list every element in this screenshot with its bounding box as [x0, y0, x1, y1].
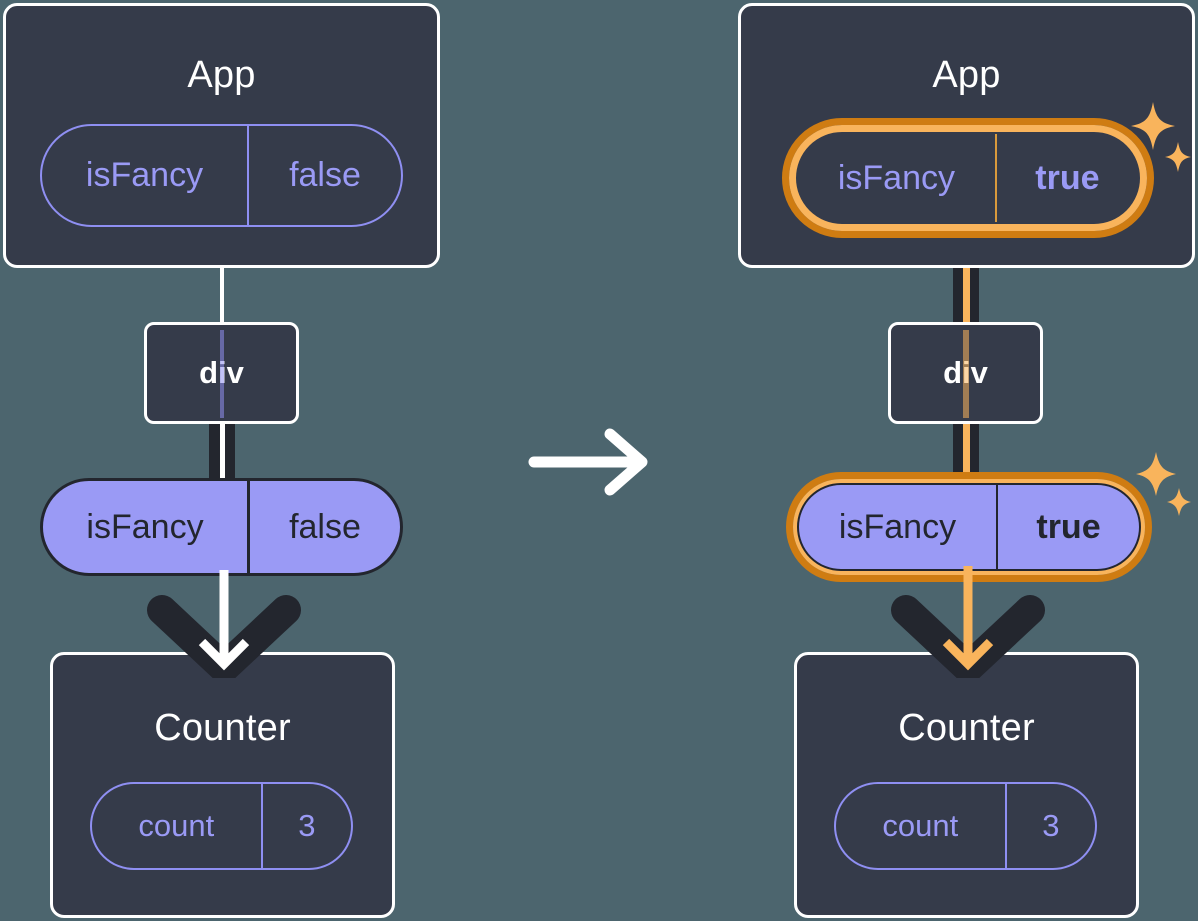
prop-pill-after: isFancy true	[797, 483, 1141, 571]
flow-arrow-before	[140, 570, 305, 678]
state-pill-key: isFancy	[42, 126, 249, 225]
state-pill-key: isFancy	[798, 134, 997, 222]
connector-div-to-prop-before	[209, 420, 235, 486]
connector-stripe	[220, 420, 225, 486]
connector-ghost-stripe-after	[963, 330, 969, 418]
state-pill-key: count	[836, 784, 1007, 868]
highlight-ring-outer-app-after	[782, 118, 1154, 238]
sparkles-icon-app-after	[1126, 98, 1198, 178]
state-pill-value: 3	[298, 808, 316, 843]
flow-arrow-after	[884, 566, 1049, 678]
component-title-app-after: App	[932, 54, 1001, 96]
connector-app-to-div-before	[215, 262, 229, 324]
connector-ghost-stripe-before	[220, 330, 224, 418]
sparkles-icon-prop-after	[1134, 448, 1198, 520]
state-pill-key: count	[92, 784, 263, 868]
transition-arrow	[528, 428, 654, 496]
state-pill-value: 3	[1042, 808, 1060, 843]
highlight-ring-inner-app-after	[789, 125, 1147, 231]
prop-pill-before: isFancy false	[40, 478, 403, 576]
component-title-counter-after: Counter	[898, 707, 1035, 749]
connector-stripe	[963, 420, 970, 486]
state-pill-value: false	[289, 156, 361, 194]
state-pill-counter-before: count 3	[90, 782, 353, 870]
prop-pill-value: true	[1036, 507, 1101, 546]
state-pill-app-before: isFancy false	[40, 124, 403, 227]
component-title-counter-before: Counter	[154, 707, 291, 749]
state-pill-value: true	[1035, 158, 1100, 197]
state-pill-app-after: isFancy true	[796, 132, 1140, 224]
connector-stripe	[220, 262, 224, 324]
prop-pill-value: false	[289, 507, 361, 546]
connector-stripe	[963, 228, 970, 324]
prop-pill-key: isFancy	[43, 481, 250, 573]
component-title-app-before: App	[187, 54, 256, 96]
prop-pill-key: isFancy	[799, 485, 998, 569]
component-box-counter-before: Counter	[50, 652, 395, 918]
state-pill-counter-after: count 3	[834, 782, 1097, 870]
